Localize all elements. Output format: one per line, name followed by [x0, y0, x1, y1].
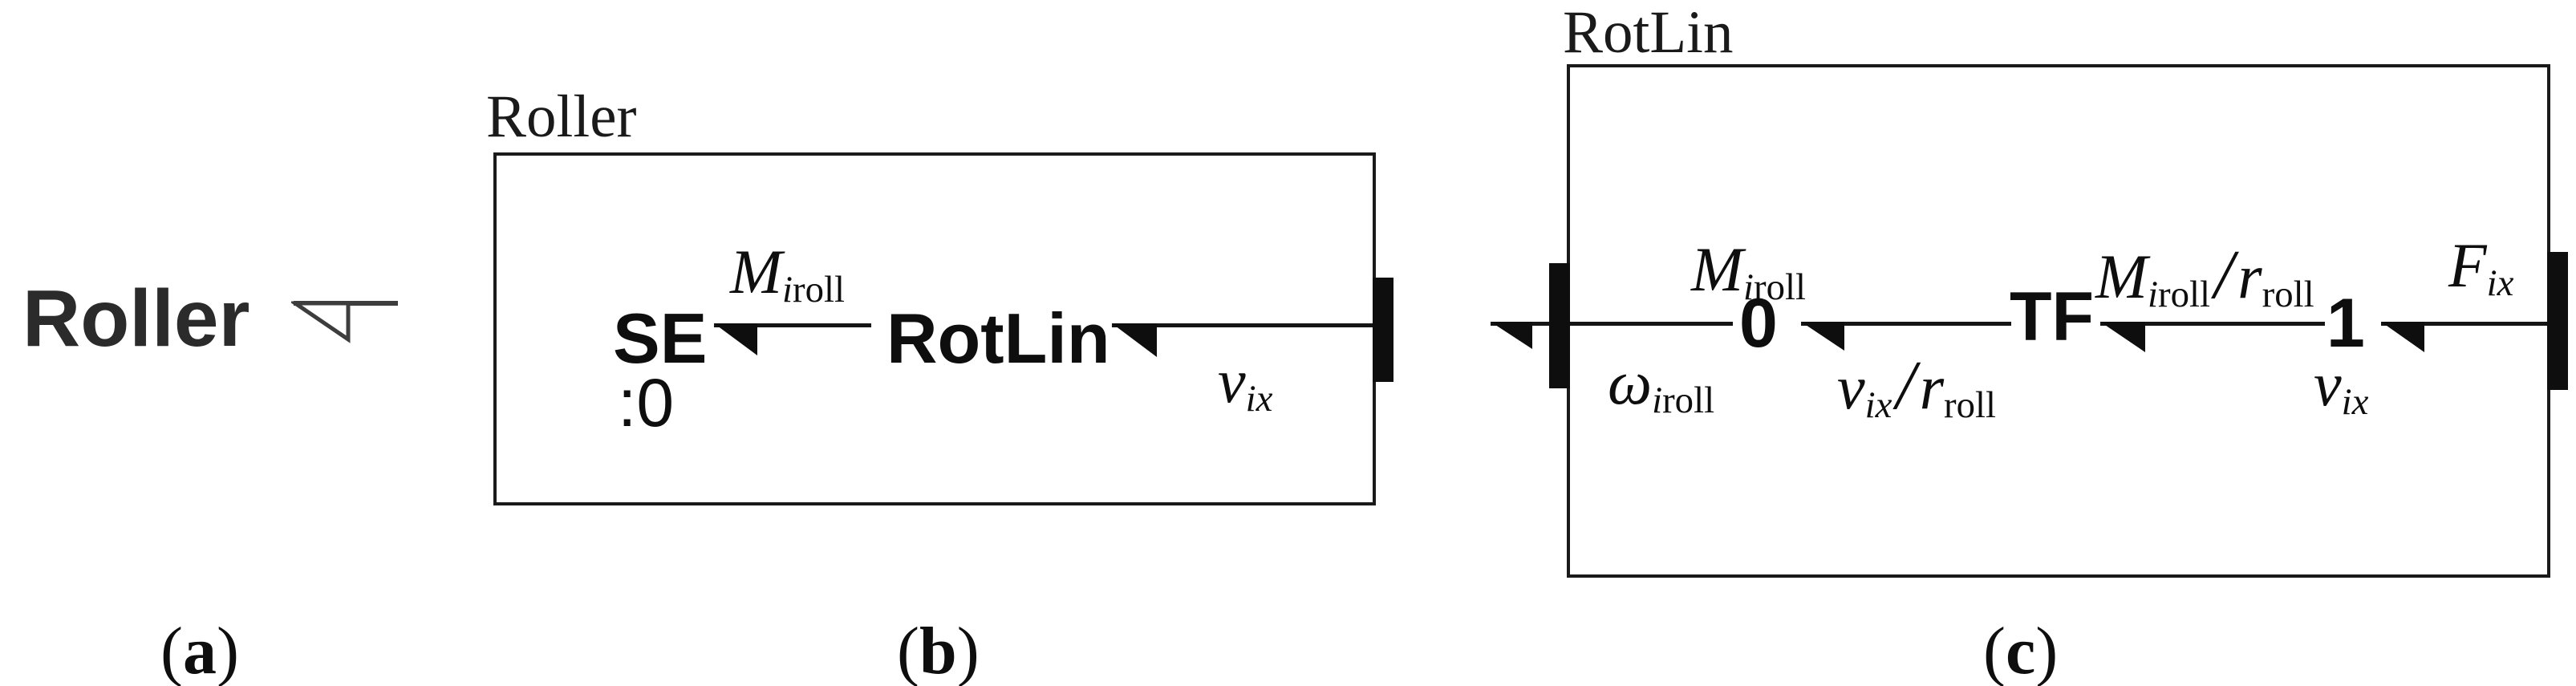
effort-label-f-ix: Fix [2448, 230, 2514, 305]
node-se-value: :0 [618, 365, 675, 440]
effort-label-miroll-over-rroll: Miroll/rroll [2095, 235, 2314, 316]
bond-line-out-left [1491, 322, 1733, 326]
flow-label-vix-over-rroll: vix/rroll [1837, 346, 1997, 427]
bond-line-zero-tf [1801, 322, 2011, 326]
node-tf-transformer: TF [2010, 278, 2095, 355]
caption-b: (b) [897, 614, 980, 686]
caption-c: (c) [1983, 614, 2059, 686]
bond-line-rotlin-port [1112, 323, 1374, 327]
node-se: SE [613, 298, 708, 378]
node-rotlin: RotLin [886, 298, 1110, 378]
power-port-bar [2547, 252, 2568, 390]
bond-line-one-port [2381, 322, 2549, 326]
panel-a-title: Roller [22, 274, 250, 363]
word-bond-half-arrow-icon [291, 295, 400, 345]
bond-line-tf-one [2100, 322, 2325, 326]
power-port-bar [1549, 263, 1570, 388]
effort-label-m-iroll: Miroll [1691, 234, 1806, 309]
panel-b-subsystem-boundary [493, 152, 1376, 505]
bond-line-se-rotlin [714, 323, 871, 327]
panel-c-subsystem-boundary [1567, 64, 2550, 578]
panel-b-box-label: Roller [486, 83, 637, 150]
effort-label-m-iroll: Miroll [730, 237, 845, 311]
half-arrow-icon [1491, 322, 1532, 349]
node-one-junction: 1 [2327, 285, 2365, 362]
flow-label-v-ix: vix [2314, 349, 2369, 424]
panel-c-box-label: RotLin [1563, 0, 1734, 66]
caption-a: (a) [160, 614, 239, 686]
flow-label-v-ix: vix [1218, 346, 1273, 420]
node-zero-junction: 0 [1739, 285, 1778, 362]
flow-label-omega-iroll: ωiroll [1608, 347, 1715, 422]
power-port-bar [1373, 278, 1393, 382]
